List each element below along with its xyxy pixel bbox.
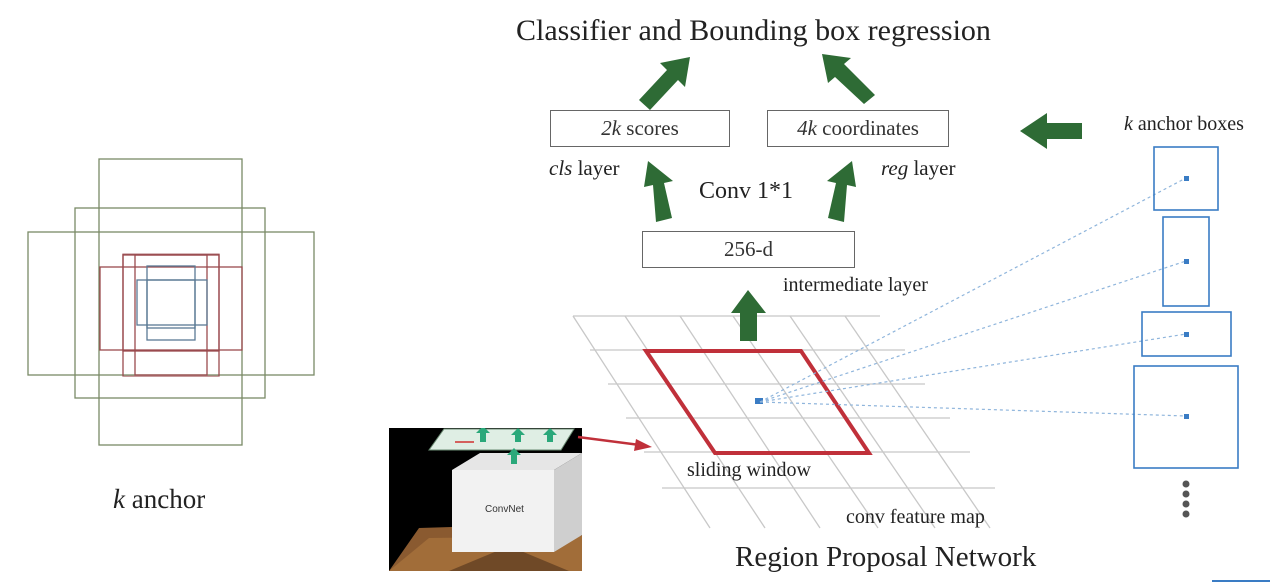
anchor-large-tall: [98, 158, 243, 446]
anchor-projection-lines: [759, 177, 1187, 417]
cls-rest: layer: [572, 156, 620, 180]
k-anchor-k: k: [113, 484, 125, 514]
cls-italic: cls: [549, 156, 573, 180]
anchor-box-wide: [1141, 311, 1232, 357]
intermediate-layer-label: intermediate layer: [783, 274, 928, 296]
more-anchors-ellipsis: [1182, 480, 1190, 518]
k-anchor-label: k anchor: [113, 484, 205, 515]
arrow-up-cls: [644, 161, 673, 222]
anchor-large-wide: [27, 231, 315, 376]
cls-layer-label: cls layer: [549, 156, 620, 181]
anchor-mid-tall-2: [134, 254, 208, 376]
coordinates-text: coordinates: [822, 116, 919, 140]
anchor-box-square-large: [1133, 365, 1239, 469]
scores-text: scores: [626, 116, 679, 140]
arrow-from-anchor-boxes: [1020, 113, 1082, 149]
green-arrows: [639, 54, 1082, 341]
intermediate-box: 256-d: [642, 231, 855, 268]
anchor-small-tall: [146, 265, 196, 341]
anchor-mid-square: [122, 254, 220, 352]
anchor-boxes-label: k anchor boxes: [1124, 113, 1244, 136]
region-proposal-network-label: Region Proposal Network: [735, 541, 1037, 573]
anchor-center-1: [1184, 176, 1189, 181]
coordinates-box: 4k coordinates: [767, 110, 949, 147]
anchor-boxes-column: [1133, 146, 1239, 469]
k-anchor-illustration: [27, 158, 315, 446]
anchor-center-2: [1184, 259, 1189, 264]
anchor-mid-wide: [99, 266, 243, 351]
k-anchor-rest: anchor: [124, 484, 206, 514]
anchor-box-square-small: [1153, 146, 1219, 211]
conv-feature-map-grid: [572, 315, 995, 529]
anchor-center-3: [1184, 332, 1189, 337]
coordinates-k: 4k: [797, 116, 817, 140]
conv-label: Conv 1*1: [699, 178, 794, 204]
anchor-small-square: [146, 279, 196, 329]
scores-k: 2k: [601, 116, 622, 140]
anchor-boxes-rest: anchor boxes: [1132, 113, 1244, 135]
sliding-window: [642, 349, 873, 455]
reg-layer-label: reg layer: [881, 156, 955, 181]
arrow-to-classifier-left: [639, 57, 690, 110]
anchor-center-4: [1184, 414, 1189, 419]
convnet-inset: ConvNet: [389, 428, 582, 571]
arrow-up-reg: [827, 161, 856, 222]
convnet-label: ConvNet: [485, 504, 524, 515]
conv-feature-map-label: conv feature map: [846, 506, 985, 528]
diagram-title: Classifier and Bounding box regression: [516, 14, 991, 47]
sliding-window-center: [755, 398, 763, 404]
anchor-large-square: [74, 207, 266, 399]
reg-italic: reg: [881, 156, 909, 180]
anchor-boxes-k: k: [1124, 113, 1133, 135]
arrow-up-intermediate: [731, 290, 766, 341]
reg-rest: layer: [908, 156, 956, 180]
anchor-box-tall: [1162, 216, 1210, 307]
sliding-window-label: sliding window: [687, 459, 811, 481]
arrow-to-classifier-right: [822, 54, 875, 104]
scores-box: 2k scores: [550, 110, 730, 147]
